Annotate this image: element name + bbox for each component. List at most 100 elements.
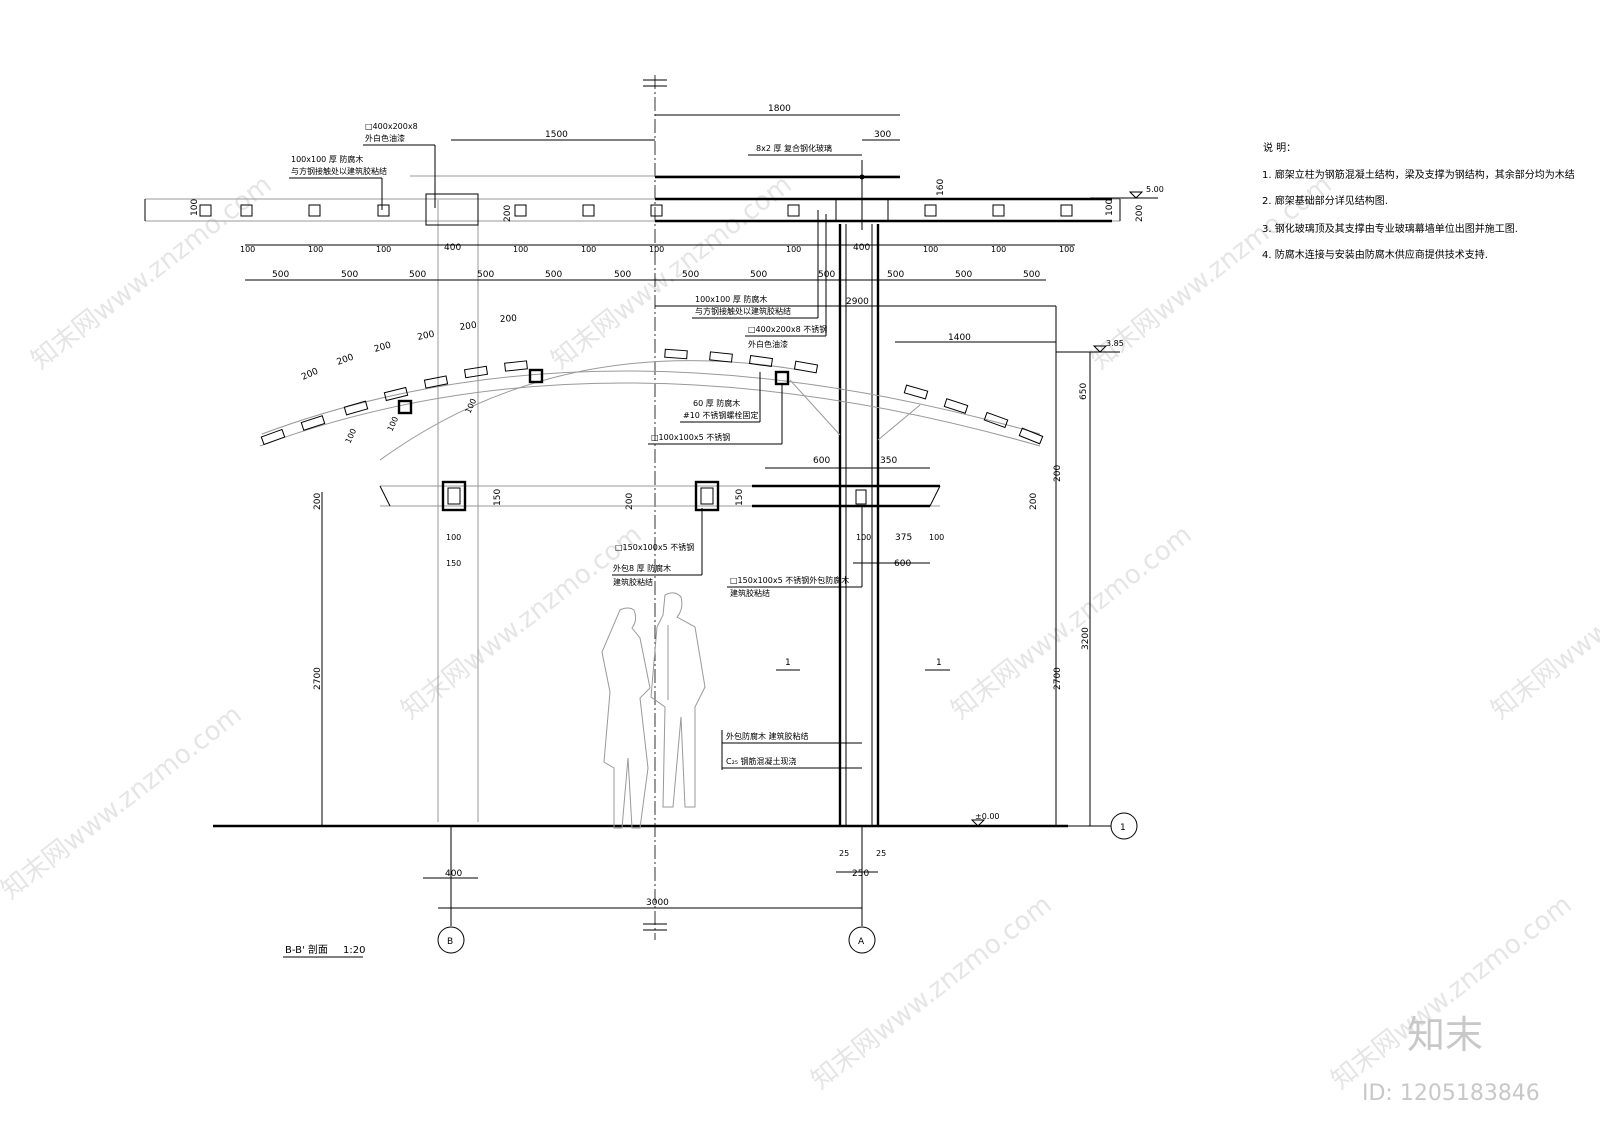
callout-support: □100x100x5 不锈钢	[651, 432, 730, 442]
watermark-text: 知末网www.znzmo.com	[0, 700, 248, 906]
dim-200-b3: 200	[1029, 493, 1039, 510]
dim-600-a: 600	[813, 456, 830, 466]
dim-650: 650	[1079, 383, 1089, 400]
brand-watermark: 知末 ID: 1205183846	[1362, 1013, 1540, 1106]
callout-beam-glue: 建筑胶粘结	[730, 588, 770, 598]
dim-600-b: 600	[894, 559, 911, 569]
dim-arc-200: 200	[417, 330, 436, 343]
note-item-2: 2. 廊架基础部分详见结构图.	[1262, 194, 1388, 207]
dim-100-spacing: 100	[991, 245, 1006, 254]
arc-slats	[260, 348, 1044, 446]
top-beam	[144, 160, 1121, 230]
dim-375: 375	[895, 533, 912, 543]
watermark-text: 知末网www.znzmo.com	[806, 890, 1058, 1096]
dim-200-b1: 200	[313, 493, 323, 510]
dim-200-left: 200	[503, 205, 513, 222]
dim-400-base: 400	[445, 869, 462, 879]
dim-100-spacing: 100	[786, 245, 801, 254]
dim-500: 500	[750, 270, 767, 280]
dim-200-right: 200	[1135, 205, 1145, 222]
callout-timber-fix: 与方钢接触处以建筑胶粘结	[291, 166, 387, 176]
dim-150-b1: 150	[493, 489, 503, 506]
callout-slat: 60 厚 防腐木	[693, 398, 740, 408]
dim-500: 500	[545, 270, 562, 280]
dim-500: 500	[955, 270, 972, 280]
callout-post-wrap: 外包8 厚 防腐木	[613, 563, 671, 573]
section-scale: 1:20	[343, 945, 365, 956]
note-item-3: 3. 钢化玻璃顶及其支撑由专业玻璃幕墙单位出图并施工图.	[1262, 222, 1518, 235]
dim-arc-200: 200	[336, 352, 356, 367]
section-title: B-B' 剖面	[285, 943, 328, 956]
callout-bolt: #10 不锈钢螺栓固定	[683, 410, 758, 420]
steel-post-mid	[694, 480, 720, 512]
dim-3000: 3000	[646, 898, 669, 908]
dim-100-spacing: 100	[240, 245, 255, 254]
dim-500: 500	[682, 270, 699, 280]
dim-25-a: 25	[839, 849, 849, 858]
dim-400-b: 400	[853, 243, 870, 253]
dim-100-left: 100	[190, 199, 200, 216]
level-top: 5.00	[1146, 185, 1164, 194]
dimension-lines	[245, 114, 1158, 909]
material-callouts: □400x200x8 外白色油漆 100x100 厚 防腐木 与方钢接触处以建筑…	[289, 122, 865, 770]
watermark-text: 知末网www.znzmo.com	[946, 520, 1198, 726]
watermark-text: 知末网www.znzmo.com	[1326, 890, 1578, 1096]
axis-lines	[437, 75, 667, 940]
dim-500: 500	[477, 270, 494, 280]
dim-500: 500	[272, 270, 289, 280]
level-mid: 3.85	[1106, 339, 1124, 348]
dim-1400: 1400	[948, 333, 971, 343]
dim-500: 500	[614, 270, 631, 280]
dim-100-spacing: 100	[581, 245, 596, 254]
dim-100-spacing: 100	[649, 245, 664, 254]
dim-arc-100: 100	[344, 427, 359, 445]
axis-label-b: B	[447, 937, 453, 947]
dim-350: 350	[880, 456, 897, 466]
dim-150-b2: 150	[735, 489, 745, 506]
dim-arc-200: 200	[459, 321, 478, 333]
callout-box-beam-2-finish: 外白色油漆	[748, 339, 788, 349]
section-mark-left: 1	[785, 658, 791, 668]
notes-heading: 说 明：	[1263, 141, 1296, 154]
dim-100-spacing: 100	[923, 245, 938, 254]
callout-timber-2-size: 100x100 厚 防腐木	[695, 294, 767, 304]
dim-400-a: 400	[444, 243, 461, 253]
dim-1500: 1500	[545, 130, 568, 140]
steel-post-b	[441, 480, 467, 512]
dim-arc-200: 200	[373, 340, 393, 354]
watermark-layer: 知末网www.znzmo.com 知末网www.znzmo.com 知末网www…	[0, 170, 1600, 1096]
dim-2700-right: 2700	[1053, 667, 1063, 690]
dim-160: 160	[936, 179, 946, 196]
general-notes: 说 明： 1. 廊架立柱为钢筋混凝土结构，梁及支撑为钢结构，其余部分均为木结 2…	[1262, 141, 1575, 261]
level-ground: ±0.00	[975, 812, 1000, 821]
dim-2700-left: 2700	[313, 667, 323, 690]
dim-arc-100: 100	[386, 415, 401, 433]
dim-200-b2: 200	[625, 493, 635, 510]
callout-box-beam-finish: 外白色油漆	[365, 133, 405, 143]
dim-250: 250	[852, 869, 869, 879]
callout-box-beam-2-size: □400x200x8 不锈钢	[748, 324, 827, 334]
callout-post-glue: 建筑胶粘结	[613, 577, 653, 587]
dim-arc-200: 200	[300, 367, 320, 383]
dim-100-c2: 100	[856, 533, 871, 542]
people-figure	[601, 592, 706, 829]
dim-100-spacing: 100	[376, 245, 391, 254]
axis-bubbles: B A	[437, 826, 876, 954]
note-item-4: 4. 防腐木连接与安装由防腐木供应商提供技术支持.	[1262, 248, 1488, 261]
dim-2900: 2900	[846, 297, 869, 307]
dim-100-right: 100	[1105, 199, 1115, 216]
timber-joists	[199, 204, 1073, 217]
level-marks: 5.00 3.85 ±0.00	[970, 185, 1164, 827]
callout-box-beam-size: □400x200x8	[365, 122, 418, 131]
callout-timber-2-fix: 与方钢接触处以建筑胶粘结	[695, 306, 791, 316]
drawing-title: B-B' 剖面 1:20	[283, 943, 365, 958]
dim-100-c1: 100	[446, 533, 461, 542]
dim-1800: 1800	[768, 104, 791, 114]
callout-column-wrap: 外包防腐木 建筑胶粘结	[726, 731, 809, 741]
dim-500: 500	[1023, 270, 1040, 280]
dim-arc-100: 100	[464, 397, 479, 415]
watermark-text: 知末网www.znzmo.com	[26, 170, 278, 376]
brand-logo: 知末	[1407, 1013, 1483, 1057]
callout-concrete: C₂₅ 钢筋混凝土现浇	[726, 756, 797, 766]
